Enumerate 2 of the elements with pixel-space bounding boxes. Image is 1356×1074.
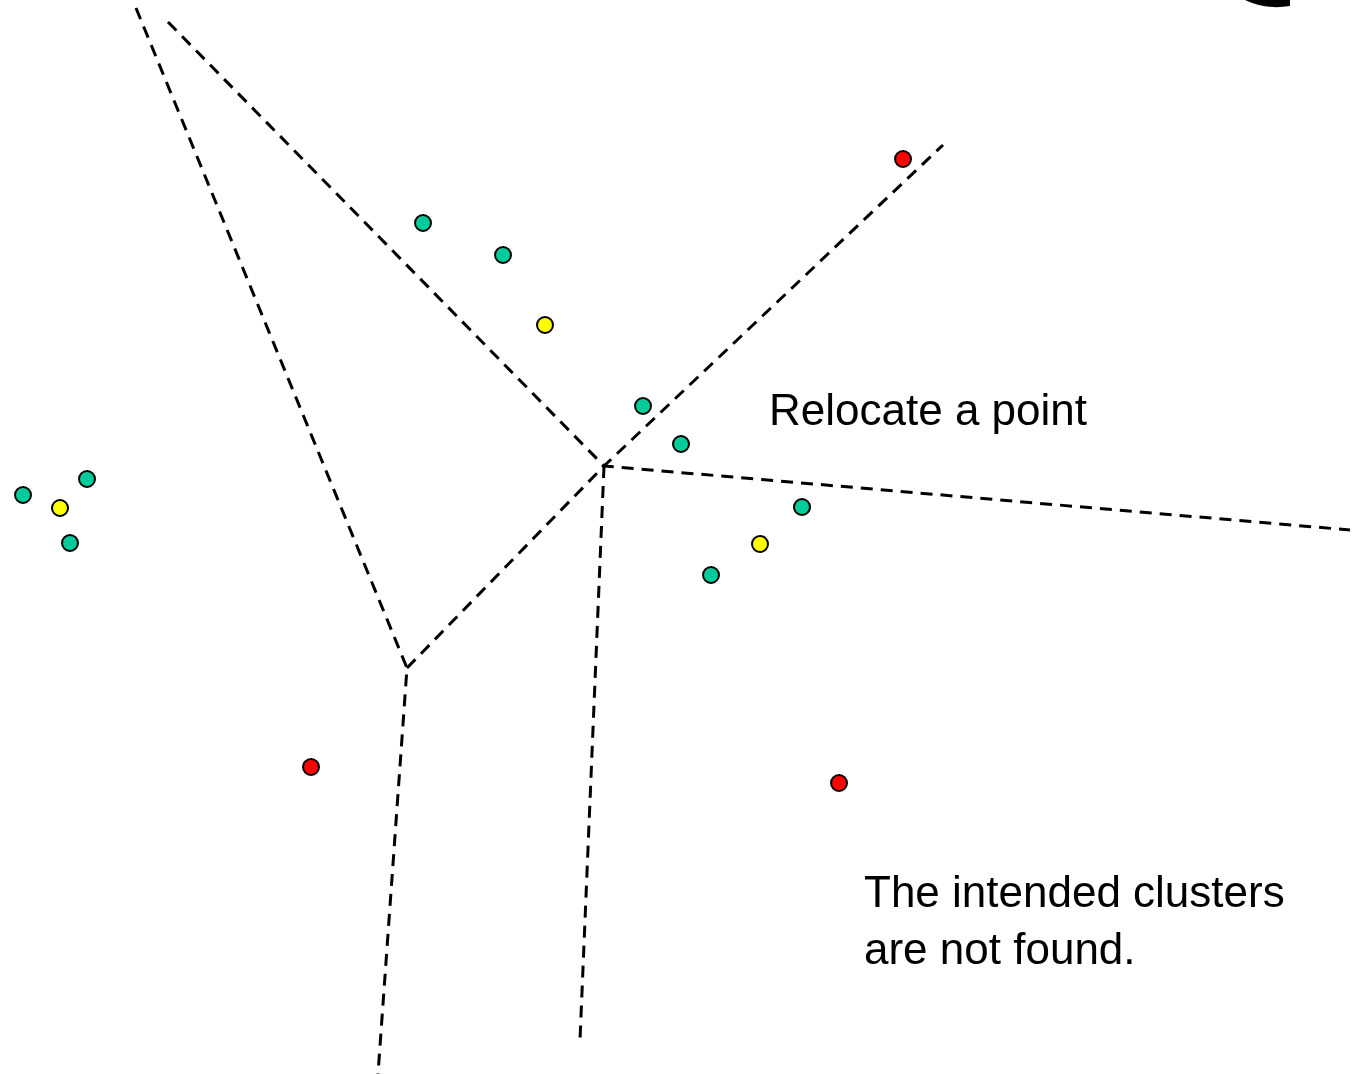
annotation-text: Relocate a point: [769, 384, 1087, 436]
annotation-text: The intended clusters are not found.: [864, 866, 1286, 975]
